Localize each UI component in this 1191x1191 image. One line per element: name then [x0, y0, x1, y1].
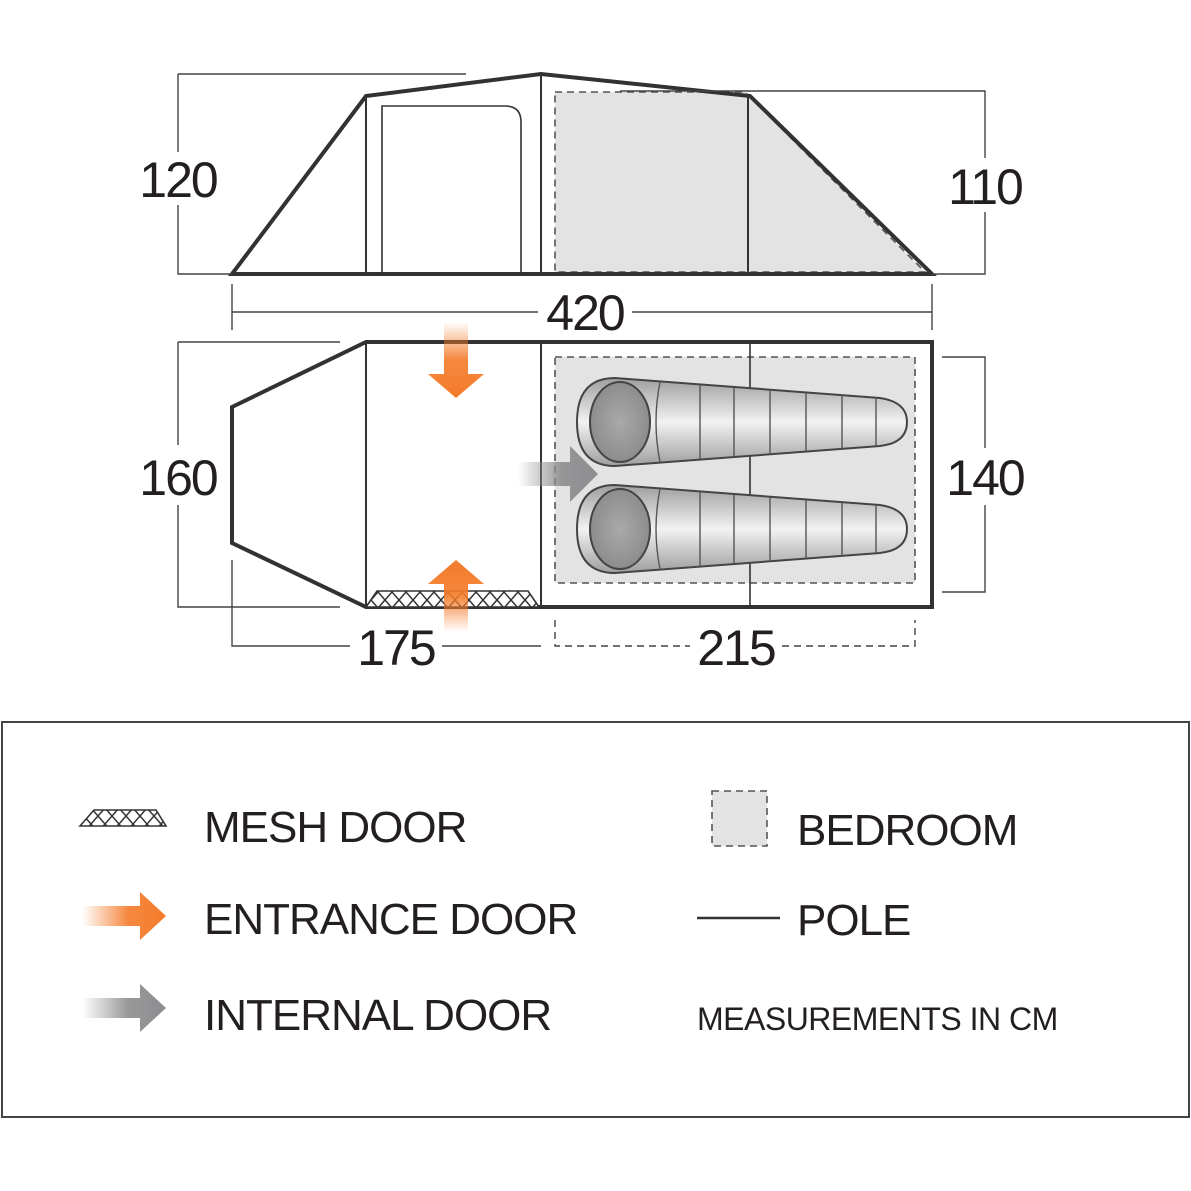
side-door-panel: [381, 105, 522, 274]
legend-entrance-door-label: ENTRANCE DOOR: [204, 895, 577, 944]
dim-140-label: 140: [946, 450, 1024, 506]
dim-120-label: 120: [139, 152, 217, 208]
dim-line-215: [554, 620, 916, 647]
bedroom-square-icon: [711, 790, 768, 847]
dim-line-175: [231, 560, 541, 647]
legend-mesh-door-label: MESH DOOR: [204, 803, 466, 852]
entrance-arrow-bottom: [428, 560, 484, 632]
dim-215-label: 215: [697, 620, 775, 676]
dim-110-label: 110: [948, 159, 1022, 215]
dim-total-length: 420: [231, 284, 933, 341]
legend-units-note: MEASUREMENTS IN CM: [697, 1001, 1058, 1037]
side-elevation: 120 110: [139, 71, 1024, 276]
entrance-arrow-top: [428, 322, 484, 398]
floor-plan: 160 140 175 215: [139, 322, 1026, 676]
dim-line-160: [177, 341, 340, 608]
sleeping-bag-top: [575, 376, 909, 468]
dim-line-140: [942, 356, 986, 593]
internal-arrow: [518, 446, 598, 502]
internal-door-icon: [82, 984, 166, 1032]
dim-line-110: [620, 90, 986, 275]
legend-box: MESH DOOR ENTRANCE DOOR INTERNAL DOOR BE…: [1, 721, 1190, 1118]
dim-line-120: [177, 73, 466, 275]
dim-420-label: 420: [546, 285, 624, 341]
sleeping-bag-bottom: [575, 483, 909, 575]
legend-bedroom-label: BEDROOM: [797, 806, 1017, 855]
legend-internal-door-label: INTERNAL DOOR: [204, 991, 551, 1040]
side-outer-profile: [227, 71, 937, 276]
dim-160-label: 160: [139, 450, 217, 506]
side-bedroom-area: [554, 91, 927, 273]
entrance-door-icon: [82, 892, 166, 940]
dim-175-label: 175: [357, 620, 435, 676]
mesh-door-icon: [78, 809, 168, 827]
legend-pole-label: POLE: [797, 896, 910, 945]
